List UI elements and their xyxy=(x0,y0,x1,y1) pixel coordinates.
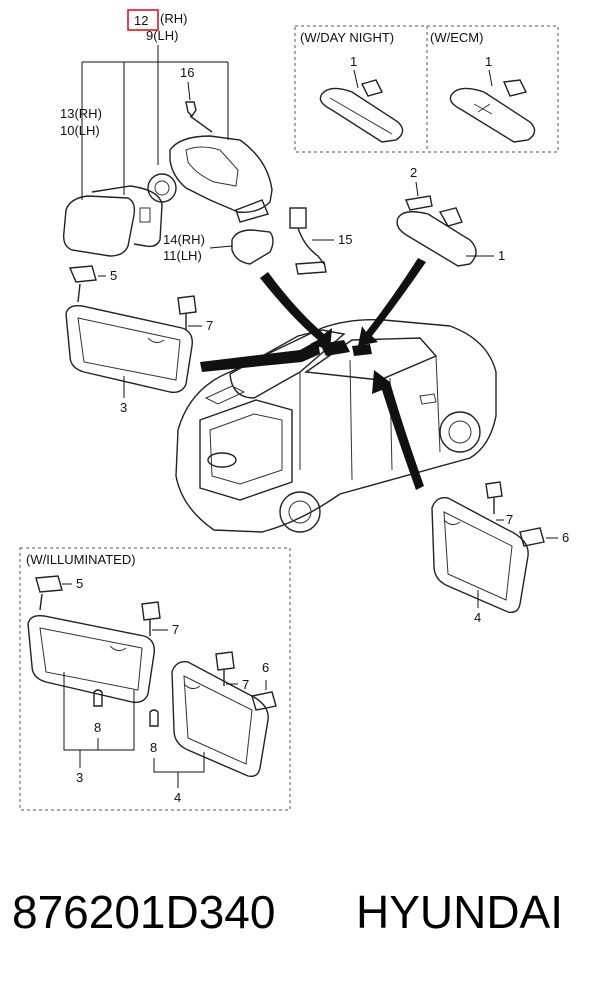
ref-4-illum: 4 xyxy=(174,790,181,805)
illum-visor-left xyxy=(27,614,155,704)
mirror-housing xyxy=(169,135,273,213)
mirror-mount-cover xyxy=(405,195,433,211)
mirror-base xyxy=(235,199,269,223)
harness-wire xyxy=(297,227,325,265)
ref-7-right: 7 xyxy=(506,512,513,527)
illum-retainer-right xyxy=(215,651,235,671)
lead-1-top xyxy=(353,69,359,89)
ref-14-rh: 14(RH) xyxy=(163,232,205,247)
inside-mirror-stay xyxy=(438,207,463,227)
ref-1-main: 1 xyxy=(498,248,505,263)
ref-1-ecm: 1 xyxy=(485,54,492,69)
brand-name: HYUNDAI xyxy=(356,886,563,938)
ref-3-illum: 3 xyxy=(76,770,83,785)
arrow-visor-left xyxy=(200,340,320,372)
mirror-cover xyxy=(231,229,274,265)
visor-retainer-right xyxy=(485,481,503,499)
mirror-glass xyxy=(62,195,136,257)
visor-holder-5 xyxy=(68,265,97,283)
mirror-actuator xyxy=(147,173,177,203)
sun-visor-right-inner xyxy=(443,511,513,601)
visor-holder-6 xyxy=(519,527,545,547)
label-ecm: (W/ECM) xyxy=(430,30,483,45)
bracket-4-illum xyxy=(153,752,205,773)
ecm-mount xyxy=(502,79,528,97)
harness-connector xyxy=(289,207,307,229)
ref-7-illum-right: 7 xyxy=(242,677,249,692)
ref-9-lh: 9(LH) xyxy=(146,28,179,43)
backing-clip xyxy=(139,207,151,223)
illum-rod xyxy=(39,593,43,611)
mirror-housing-inner xyxy=(185,146,239,187)
lead-16 xyxy=(187,81,191,101)
part-number: 876201D340 xyxy=(12,886,275,938)
lead-1-ecm xyxy=(488,69,493,87)
ref-8-left: 8 xyxy=(94,720,101,735)
ref-12-rh: (RH) xyxy=(160,11,187,26)
illum-holder-6 xyxy=(251,691,277,711)
ref-16: 16 xyxy=(180,65,194,80)
lead-14 xyxy=(209,245,233,249)
screw-16 xyxy=(185,101,213,133)
illum-notch-left xyxy=(109,645,127,652)
sun-visor-right xyxy=(431,497,529,614)
ref-2: 2 xyxy=(410,165,417,180)
inside-mirror-daynight-edge xyxy=(329,97,393,135)
ref-6-illum: 6 xyxy=(262,660,269,675)
visor-notch-right xyxy=(443,519,461,526)
visor-rod xyxy=(77,283,81,303)
arrow-outside-mirror xyxy=(260,272,332,350)
option-box-illuminated xyxy=(19,547,291,811)
mirror-bracket-lines xyxy=(81,45,229,200)
ref-5: 5 xyxy=(110,268,117,283)
illum-retainer-left xyxy=(141,601,161,621)
sun-visor-left-inner xyxy=(77,317,181,381)
ref-6: 6 xyxy=(562,530,569,545)
illum-visor-right xyxy=(171,661,269,778)
visor-retainer-left xyxy=(177,295,197,315)
illum-visor-right-inner xyxy=(183,675,253,765)
bulb-8-left xyxy=(93,689,103,707)
label-day-night: (W/DAY NIGHT) xyxy=(300,30,394,45)
harness-plug xyxy=(295,261,327,275)
illum-visor-left-inner xyxy=(39,627,143,691)
ref-8-right: 8 xyxy=(150,740,157,755)
ref-7-left: 7 xyxy=(206,318,213,333)
ref-13-rh: 13(RH) xyxy=(60,106,102,121)
arrow-roof-marks xyxy=(320,340,372,356)
ref-4: 4 xyxy=(474,610,481,625)
sun-visor-left xyxy=(65,304,193,394)
highlight-box xyxy=(127,9,159,31)
daynight-mount xyxy=(360,79,384,97)
lead-2 xyxy=(415,181,419,197)
inside-mirror-ecm xyxy=(449,87,536,143)
actuator-center xyxy=(154,180,170,196)
illum-notch-right xyxy=(183,683,201,690)
ref-10-lh: 10(LH) xyxy=(60,123,100,138)
inside-mirror-daynight xyxy=(319,87,404,143)
ref-11-lh: 11(LH) xyxy=(163,248,202,263)
mirror-backing xyxy=(91,185,163,248)
ref-15: 15 xyxy=(338,232,352,247)
ref-3: 3 xyxy=(120,400,127,415)
arrow-inside-mirror xyxy=(358,258,426,346)
label-illuminated: (W/ILLUMINATED) xyxy=(26,552,136,567)
bulb-8-right xyxy=(149,709,159,727)
ref-5-illum: 5 xyxy=(76,576,83,591)
option-box-mirror xyxy=(294,25,559,153)
ref-12: 12 xyxy=(134,13,148,28)
vehicle xyxy=(175,318,497,533)
ref-1-top: 1 xyxy=(350,54,357,69)
ecm-sensor-mark xyxy=(473,103,493,115)
illum-holder-5 xyxy=(35,575,63,593)
bracket-3-illum xyxy=(63,672,135,751)
inside-mirror-main xyxy=(396,211,477,267)
ref-7-illum-left: 7 xyxy=(172,622,179,637)
visor-notch-left xyxy=(147,337,165,344)
arrow-visor-right xyxy=(372,370,424,490)
